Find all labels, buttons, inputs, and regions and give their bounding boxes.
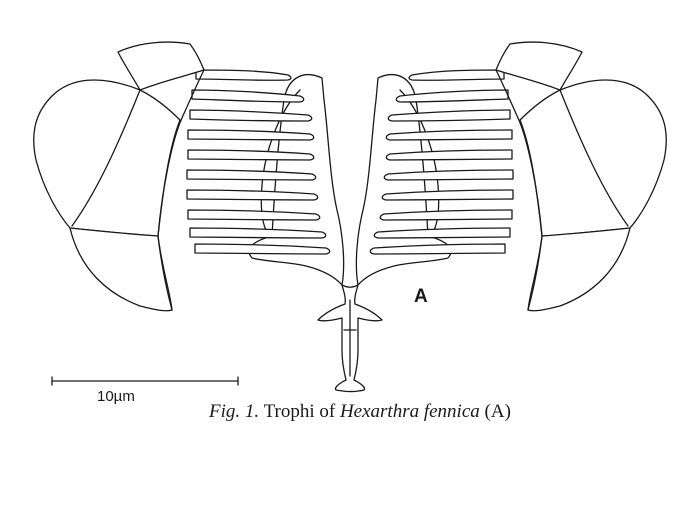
fulcrum: [317, 284, 383, 393]
figure-caption: Fig. 1. Trophi of Hexarthra fennica (A): [209, 401, 511, 423]
caption-text: Trophi of: [263, 401, 336, 422]
scale-bar-label: 10µm: [97, 388, 135, 405]
caption-suffix: (A): [484, 401, 511, 422]
panel-label: A: [414, 286, 429, 307]
caption-prefix: Fig. 1.: [209, 401, 260, 422]
scale-bar: [51, 376, 239, 386]
caption-species: Hexarthra fennica: [339, 401, 480, 422]
